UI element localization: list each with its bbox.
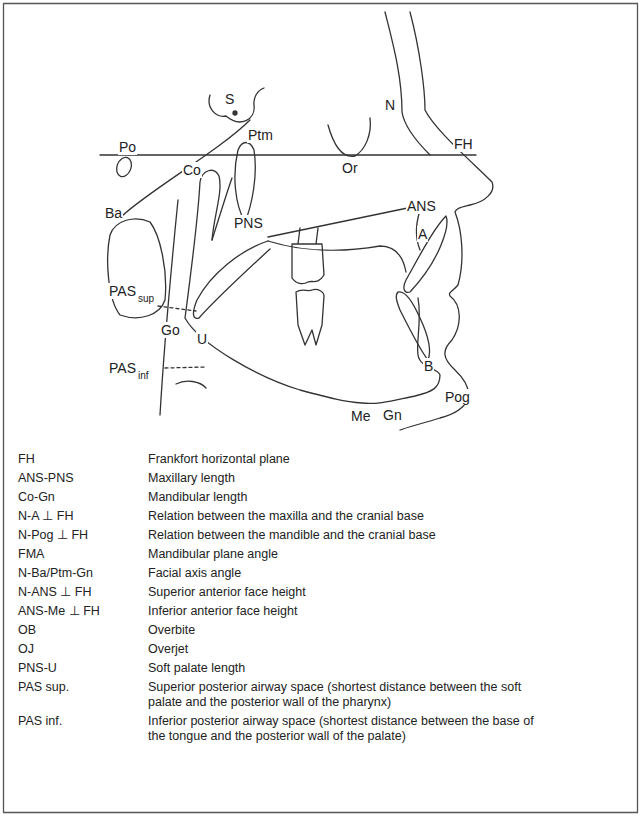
table-description: Inferior anterior face height <box>148 604 538 619</box>
table-abbreviation: N-ANS ⊥ FH <box>18 585 92 600</box>
landmark-label: U <box>196 331 208 347</box>
table-abbreviation: PNS-U <box>18 661 57 676</box>
table-abbreviation: FH <box>18 452 35 467</box>
soft-tissue-profile <box>400 12 493 430</box>
frankfort-line <box>100 154 476 155</box>
clivus <box>122 120 250 216</box>
palate <box>268 241 406 272</box>
table-description: Overbite <box>148 623 538 638</box>
landmark-label: sup <box>137 293 155 305</box>
sella-point <box>233 111 237 115</box>
porion-outline <box>114 155 134 179</box>
table-abbreviation: N-Pog ⊥ FH <box>18 528 88 543</box>
landmark-label: Po <box>118 139 137 155</box>
table-abbreviation: PAS sup. <box>18 680 69 695</box>
table-abbreviation: OJ <box>18 642 34 657</box>
landmark-label: Ptm <box>247 127 274 143</box>
table-description: Frankfort horizontal plane <box>148 452 538 467</box>
sella-turcica <box>209 88 264 122</box>
table-description: Soft palate length <box>148 661 538 676</box>
upper-molar <box>292 228 324 284</box>
table-description: Mandibular length <box>148 490 538 505</box>
pterygomaxillary-fissure <box>235 143 255 223</box>
table-description: Facial axis angle <box>148 566 538 581</box>
table-abbreviation: Co-Gn <box>18 490 55 505</box>
table-abbreviation: FMA <box>18 547 44 562</box>
landmark-label: PNS <box>233 215 264 231</box>
table-description: Superior anterior face height <box>148 585 538 600</box>
landmark-label: FH <box>453 136 474 152</box>
soft-palate <box>193 241 270 318</box>
landmark-label: Go <box>160 322 181 338</box>
landmark-label: ANS <box>406 198 437 214</box>
landmark-label: A <box>417 226 428 242</box>
table-abbreviation: N-A ⊥ FH <box>18 509 73 524</box>
table-abbreviation: N-Ba/Ptm-Gn <box>18 566 93 581</box>
table-description: Inferior posterior airway space (shortes… <box>148 714 538 744</box>
orbit <box>328 118 370 156</box>
table-description: Superior posterior airway space (shortes… <box>148 680 538 710</box>
landmark-label: B <box>423 358 434 374</box>
table-description: Relation between the mandible and the cr… <box>148 528 538 543</box>
landmark-label: Co <box>182 162 202 178</box>
upper-incisor <box>404 216 447 292</box>
lower-molar <box>296 289 324 345</box>
table-abbreviation: PAS inf. <box>18 714 62 729</box>
mandible <box>185 170 440 403</box>
table-description: Overjet <box>148 642 538 657</box>
pharyngeal-wall <box>160 200 178 415</box>
palatal-plane <box>268 205 422 237</box>
figure-frame <box>4 4 638 813</box>
pas-inf-line <box>165 367 206 368</box>
table-description: Mandibular plane angle <box>148 547 538 562</box>
table-abbreviation: OB <box>18 623 36 638</box>
landmark-label: inf <box>137 370 150 382</box>
landmark-label: PAS <box>108 283 137 299</box>
landmark-label: Gn <box>382 407 403 423</box>
cervical-vertebra <box>108 219 166 318</box>
table-abbreviation: ANS-Me ⊥ FH <box>18 604 100 619</box>
coronoid-process <box>212 178 232 240</box>
landmark-label: Ba <box>104 205 123 221</box>
hyoid <box>176 381 206 388</box>
table-description: Maxillary length <box>148 471 538 486</box>
landmark-label: PAS <box>108 360 137 376</box>
landmark-label: Me <box>350 408 371 424</box>
landmark-label: Pog <box>444 389 471 405</box>
pas-sup-line <box>158 306 196 311</box>
landmark-label: Or <box>341 160 359 176</box>
landmark-label: S <box>224 91 235 107</box>
landmark-label: N <box>384 97 396 113</box>
lower-incisor <box>396 292 429 360</box>
table-description: Relation between the maxilla and the cra… <box>148 509 538 524</box>
table-abbreviation: ANS-PNS <box>18 471 74 486</box>
